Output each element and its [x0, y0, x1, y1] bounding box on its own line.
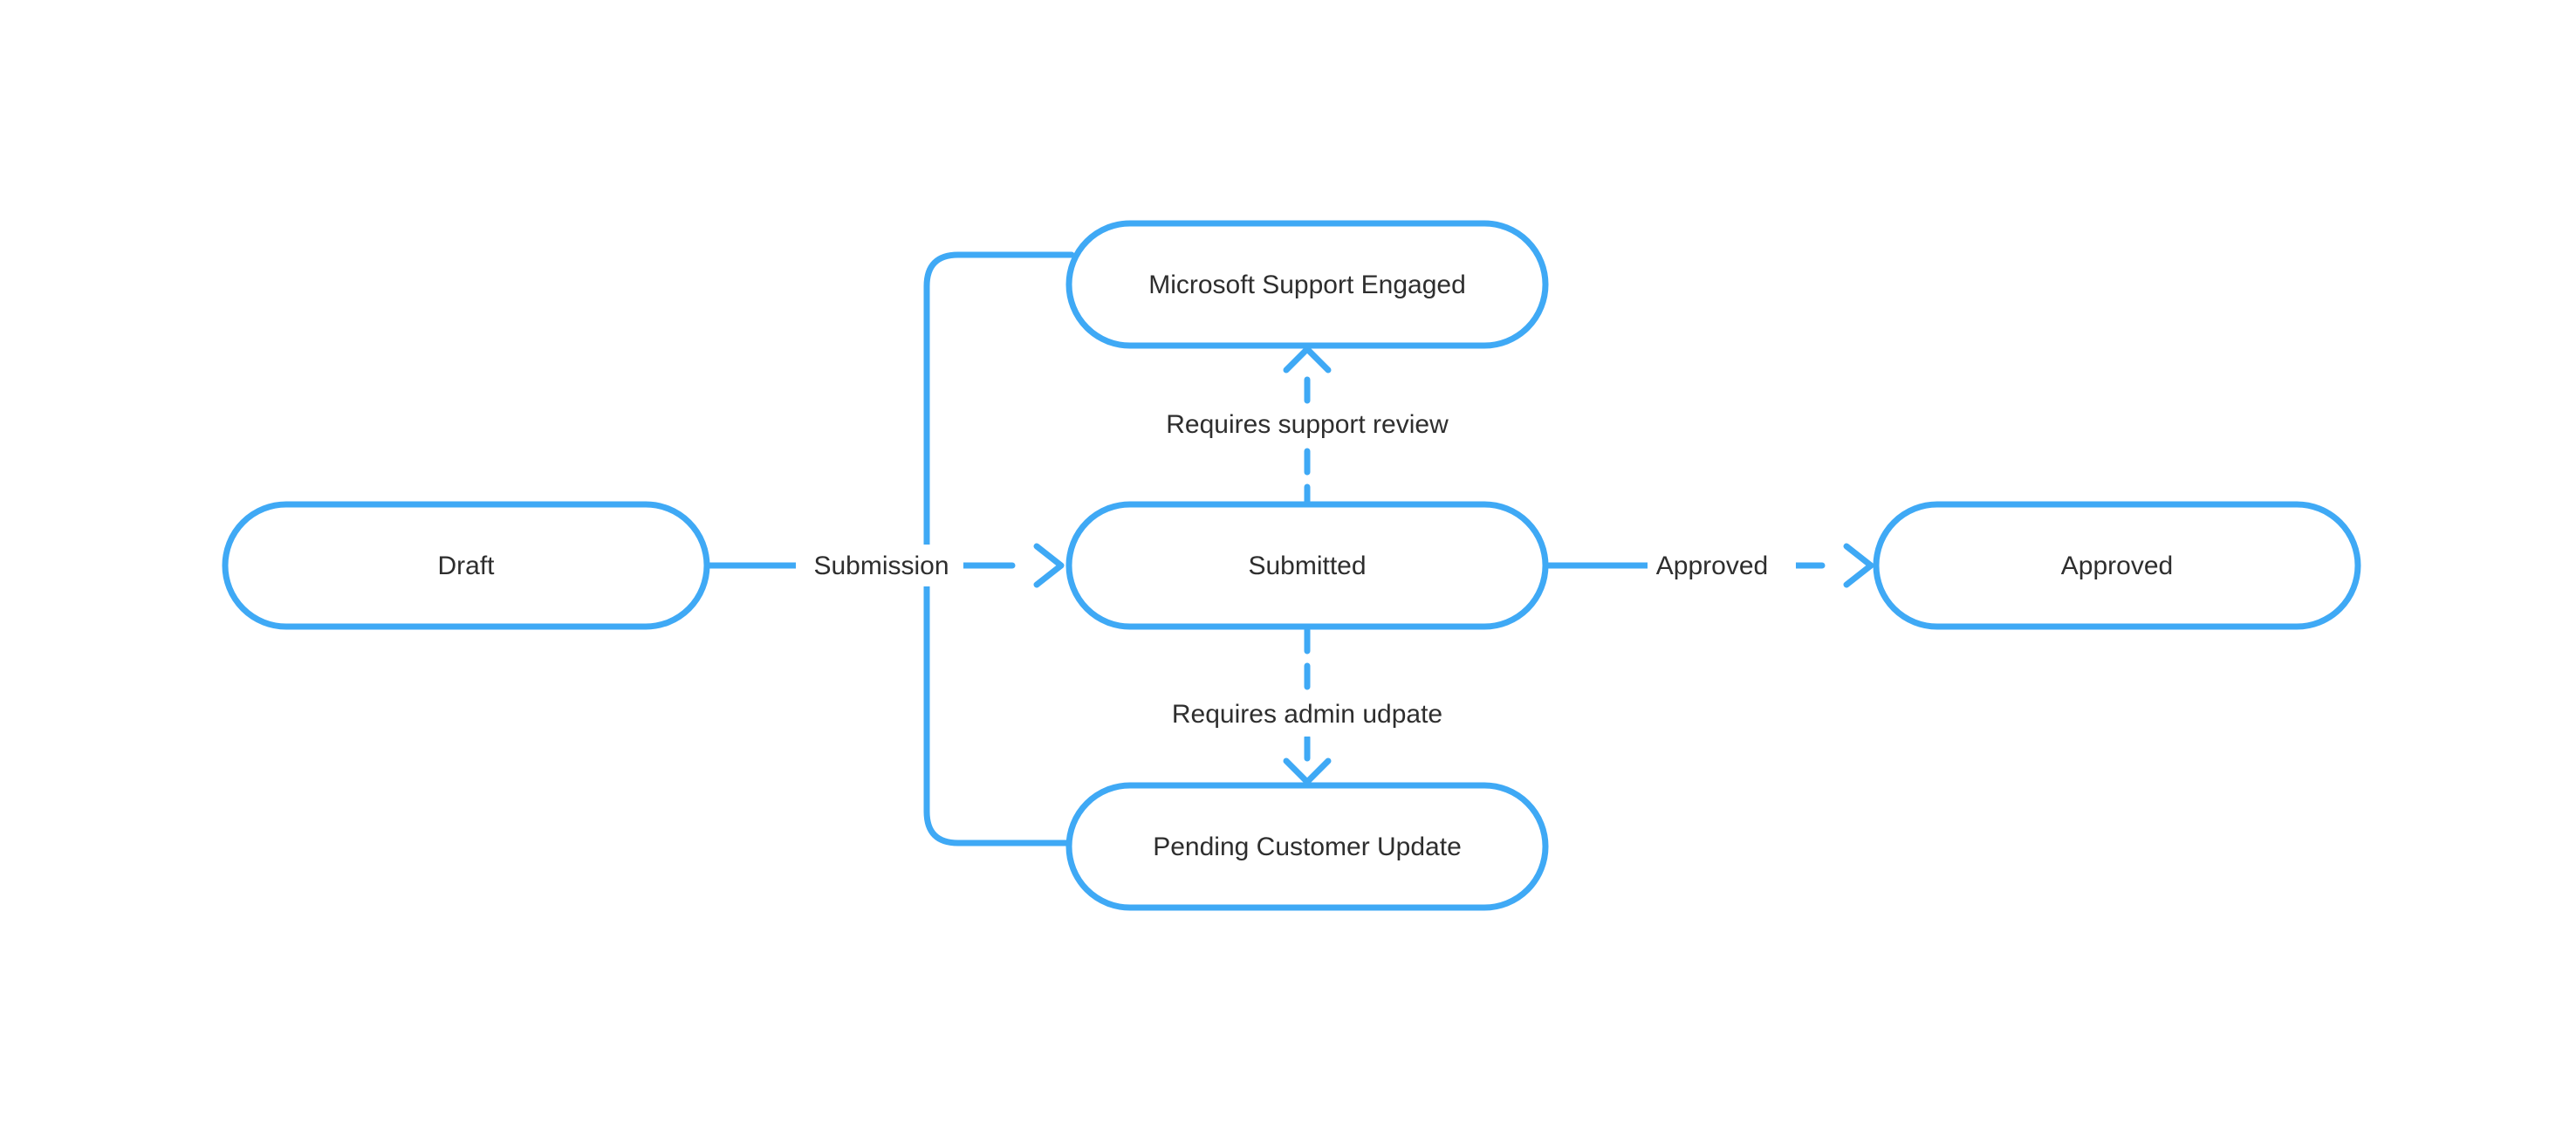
- admin-update-label-backdrop: [1143, 695, 1476, 737]
- branch-to-pending-path: [703, 562, 1075, 846]
- node-pending-label: Pending Customer Update: [1153, 833, 1462, 861]
- node-draft-shape: [222, 501, 710, 630]
- submitted-to-approved-arrowhead: [1843, 543, 1874, 588]
- node-submitted[interactable]: Submitted: [1065, 501, 1549, 630]
- node-submitted-label: Submitted: [1248, 552, 1366, 580]
- node-approved[interactable]: Approved: [1873, 501, 2361, 630]
- approved-label-backdrop: [1648, 545, 1796, 586]
- node-support-shape: [1065, 220, 1549, 349]
- edge-label-requires-support-review: Requires support review: [1134, 405, 1483, 447]
- node-pending-customer-update[interactable]: Pending Customer Update: [1065, 782, 1549, 911]
- node-microsoft-support-engaged[interactable]: Microsoft Support Engaged: [1065, 220, 1549, 349]
- edge-label-requires-support-review-text: Requires support review: [1166, 410, 1449, 439]
- edge-label-submission: Submission: [796, 545, 963, 586]
- node-submitted-shape: [1065, 501, 1549, 630]
- node-draft-label: Draft: [437, 552, 495, 580]
- node-group: Draft Microsoft Support Engaged Submitte…: [222, 220, 2361, 911]
- edge-branch-to-pending[interactable]: [703, 562, 1075, 846]
- edge-label-approved-text: Approved: [1656, 552, 1768, 580]
- node-draft[interactable]: Draft: [222, 501, 710, 630]
- node-approved-label: Approved: [2061, 552, 2173, 580]
- edge-label-requires-admin-update: Requires admin udpate: [1143, 695, 1476, 737]
- support-review-label-backdrop: [1134, 405, 1483, 447]
- submission-label-backdrop: [796, 545, 963, 586]
- submitted-to-pending-arrowhead: [1283, 757, 1332, 785]
- draft-to-submitted-arrowhead: [1033, 543, 1065, 588]
- edge-branch-to-support[interactable]: [703, 251, 1075, 569]
- edge-label-approved: Approved: [1648, 545, 1796, 586]
- submitted-to-support-arrowhead: [1283, 346, 1332, 374]
- node-support-label: Microsoft Support Engaged: [1148, 271, 1466, 299]
- node-pending-shape: [1065, 782, 1549, 911]
- node-approved-shape: [1873, 501, 2361, 630]
- branch-to-support-path: [703, 251, 1075, 569]
- edge-label-group: Submission Approved Requires support rev…: [796, 405, 1796, 737]
- edge-label-requires-admin-update-text: Requires admin udpate: [1172, 700, 1442, 729]
- edge-label-submission-text: Submission: [813, 552, 949, 580]
